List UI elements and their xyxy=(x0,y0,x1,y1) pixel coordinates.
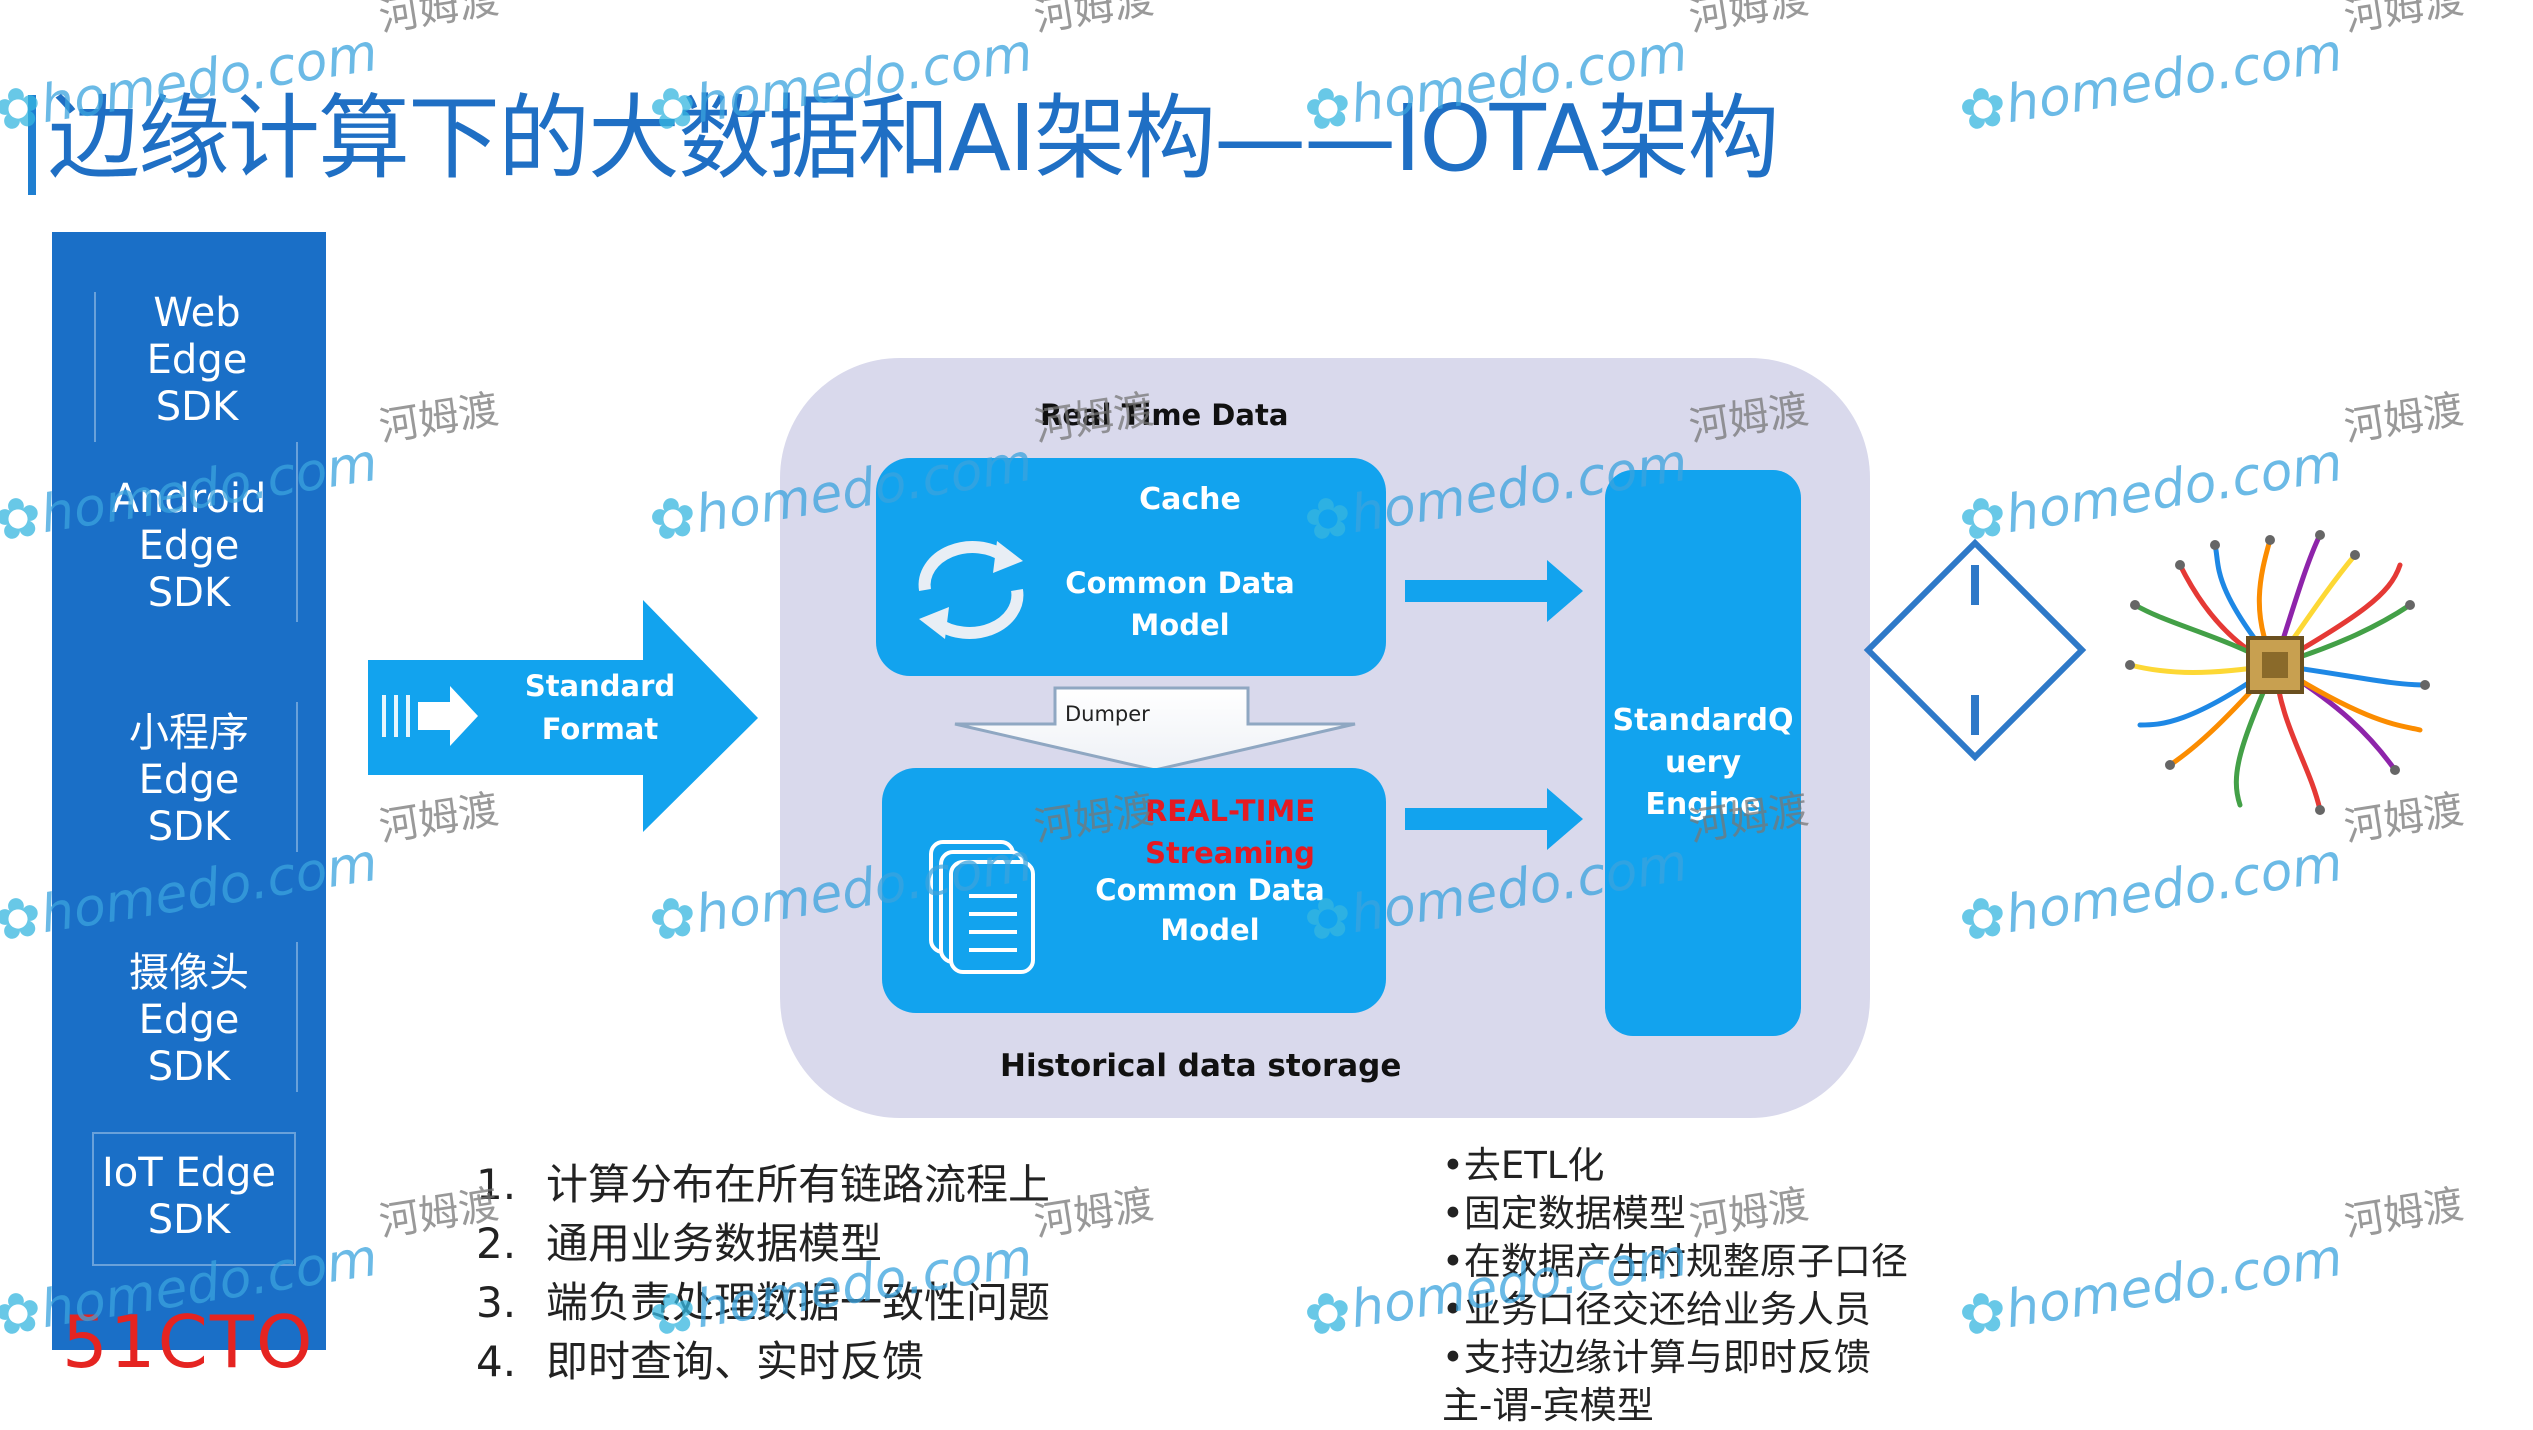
list-item: •支持边缘计算与即时反馈 xyxy=(1442,1336,1871,1379)
list-item: 4.即时查询、实时反馈 xyxy=(476,1337,925,1386)
list-item: •固定数据模型 xyxy=(1442,1192,1686,1235)
flower-icon: ✿ xyxy=(644,883,702,955)
sdk-item-miniprogram: 小程序 Edge SDK xyxy=(129,710,249,850)
cache-box xyxy=(876,458,1386,676)
key-points-list: 1.计算分布在所有链路流程上 2.通用业务数据模型 3.端负责处理数据一致性问题… xyxy=(476,1155,1050,1391)
flower-icon: ✿ xyxy=(1299,1278,1357,1350)
flower-icon: ✿ xyxy=(1954,883,2012,955)
sdk-item-camera: 摄像头 Edge SDK xyxy=(129,950,249,1090)
dumper-label: Dumper xyxy=(1065,702,1150,726)
sdk-item-web: Web Edge SDK xyxy=(146,290,248,430)
dumper-arrow xyxy=(954,686,1356,772)
list-item: 3.端负责处理数据一致性问题 xyxy=(476,1278,1051,1327)
flower-icon: ✿ xyxy=(1954,73,2012,145)
standard-format-label: Standard Format xyxy=(524,669,676,746)
realtime-data-label: Real Time Data xyxy=(1040,398,1289,432)
flower-icon: ✿ xyxy=(0,73,47,145)
watermark: ✿homedo.com河姆渡 xyxy=(1954,786,2467,955)
list-item: 1.计算分布在所有链路流程上 xyxy=(476,1160,1051,1209)
flower-icon: ✿ xyxy=(644,483,702,555)
watermark: ✿homedo.com河姆渡 xyxy=(1954,1181,2467,1350)
list-item: 2.通用业务数据模型 xyxy=(476,1219,883,1268)
flower-icon: ✿ xyxy=(0,883,47,955)
sdk-divider xyxy=(94,292,96,442)
documents-icon xyxy=(929,840,1035,974)
arrow-streaming-to-engine xyxy=(1405,788,1583,850)
list-item: 主-谓-宾模型 xyxy=(1442,1384,1654,1427)
sdk-iot-frame xyxy=(92,1132,296,1266)
realtime-streaming-label: REAL-TIME Streaming xyxy=(1144,794,1316,870)
sdk-item-iot: IoT Edge SDK xyxy=(101,1150,277,1243)
page-title: 边缘计算下的大数据和AI架构——IOTA架构 xyxy=(48,85,1780,192)
cache-title: Cache xyxy=(1139,482,1241,517)
sdk-divider xyxy=(296,942,298,1092)
query-engine-box xyxy=(1605,470,1801,1036)
feature-bullet-list: •去ETL化 •固定数据模型 •在数据产生时规整原子口径 •业务口径交还给业务人… xyxy=(1442,1142,1908,1430)
title-accent-bar xyxy=(28,95,36,195)
sdk-divider xyxy=(296,702,298,852)
list-item: •业务口径交还给业务人员 xyxy=(1442,1288,1871,1331)
watermark: ✿homedo.com河姆渡 xyxy=(1954,0,2467,145)
sdk-panel: Web Edge SDK Android Edge SDK 小程序 Edge S… xyxy=(52,232,326,1350)
streaming-common-data-model: Common Data Model xyxy=(1095,873,1325,947)
standard-format-arrow xyxy=(368,600,758,832)
list-item: •在数据产生时规整原子口径 xyxy=(1442,1240,1908,1283)
list-item: •去ETL化 xyxy=(1442,1144,1605,1187)
refresh-icon xyxy=(918,541,1024,639)
query-engine-label: StandardQ uery Engine xyxy=(1612,703,1794,822)
flower-icon: ✿ xyxy=(0,1278,47,1350)
historical-storage-label: Historical data storage xyxy=(1000,1048,1402,1084)
cache-common-data-model: Common Data Model xyxy=(1065,566,1295,642)
sdk-divider xyxy=(296,442,298,622)
flower-icon: ✿ xyxy=(0,483,47,555)
logo-51cto: 51CTO xyxy=(62,1300,315,1384)
diamond-connector-icon xyxy=(1863,538,2087,762)
sdk-item-android: Android Edge SDK xyxy=(111,476,267,616)
ai-brain-chip-icon xyxy=(2125,530,2430,815)
arrow-cache-to-engine xyxy=(1405,560,1583,622)
flower-icon: ✿ xyxy=(1954,1278,2012,1350)
